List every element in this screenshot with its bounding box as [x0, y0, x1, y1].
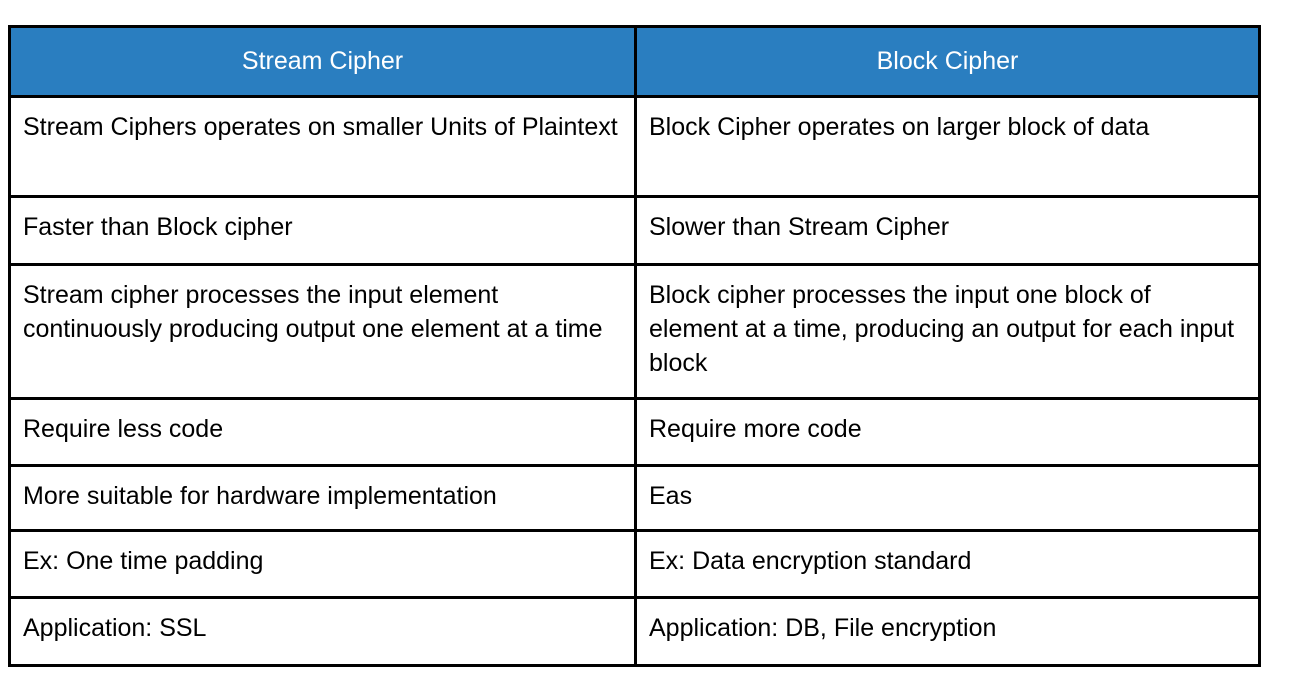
- cell-stream-cipher-6: Ex: One time padding: [8, 529, 637, 599]
- cell-stream-cipher-4: Require less code: [8, 397, 637, 467]
- table-row: Stream cipher processes the input elemen…: [8, 263, 1261, 400]
- cell-stream-cipher-3: Stream cipher processes the input elemen…: [8, 263, 637, 400]
- cell-block-cipher-6: Ex: Data encryption standard: [634, 529, 1261, 599]
- cell-block-cipher-2: Slower than Stream Cipher: [634, 195, 1261, 266]
- cipher-comparison-table: Stream Cipher Block Cipher Stream Cipher…: [8, 25, 1261, 667]
- cell-block-cipher-5: Eas: [634, 464, 1261, 532]
- cell-stream-cipher-1: Stream Ciphers operates on smaller Units…: [8, 95, 637, 198]
- table-row: Stream Ciphers operates on smaller Units…: [8, 95, 1261, 198]
- cell-block-cipher-7: Application: DB, File encryption: [634, 596, 1261, 667]
- column-header-stream-cipher: Stream Cipher: [8, 25, 637, 98]
- table-row: More suitable for hardware implementatio…: [8, 464, 1261, 532]
- cell-stream-cipher-7: Application: SSL: [8, 596, 637, 667]
- table-row: Ex: One time padding Ex: Data encryption…: [8, 529, 1261, 599]
- column-header-block-cipher: Block Cipher: [634, 25, 1261, 98]
- table-body: Stream Ciphers operates on smaller Units…: [8, 95, 1261, 667]
- cell-block-cipher-1: Block Cipher operates on larger block of…: [634, 95, 1261, 198]
- table-header-row: Stream Cipher Block Cipher: [8, 25, 1261, 98]
- table-row: Require less code Require more code: [8, 397, 1261, 467]
- cell-block-cipher-4: Require more code: [634, 397, 1261, 467]
- table-header: Stream Cipher Block Cipher: [8, 25, 1261, 98]
- table-row: Application: SSL Application: DB, File e…: [8, 596, 1261, 667]
- cell-block-cipher-3: Block cipher processes the input one blo…: [634, 263, 1261, 400]
- cell-stream-cipher-5: More suitable for hardware implementatio…: [8, 464, 637, 532]
- table-row: Faster than Block cipher Slower than Str…: [8, 195, 1261, 266]
- cell-stream-cipher-2: Faster than Block cipher: [8, 195, 637, 266]
